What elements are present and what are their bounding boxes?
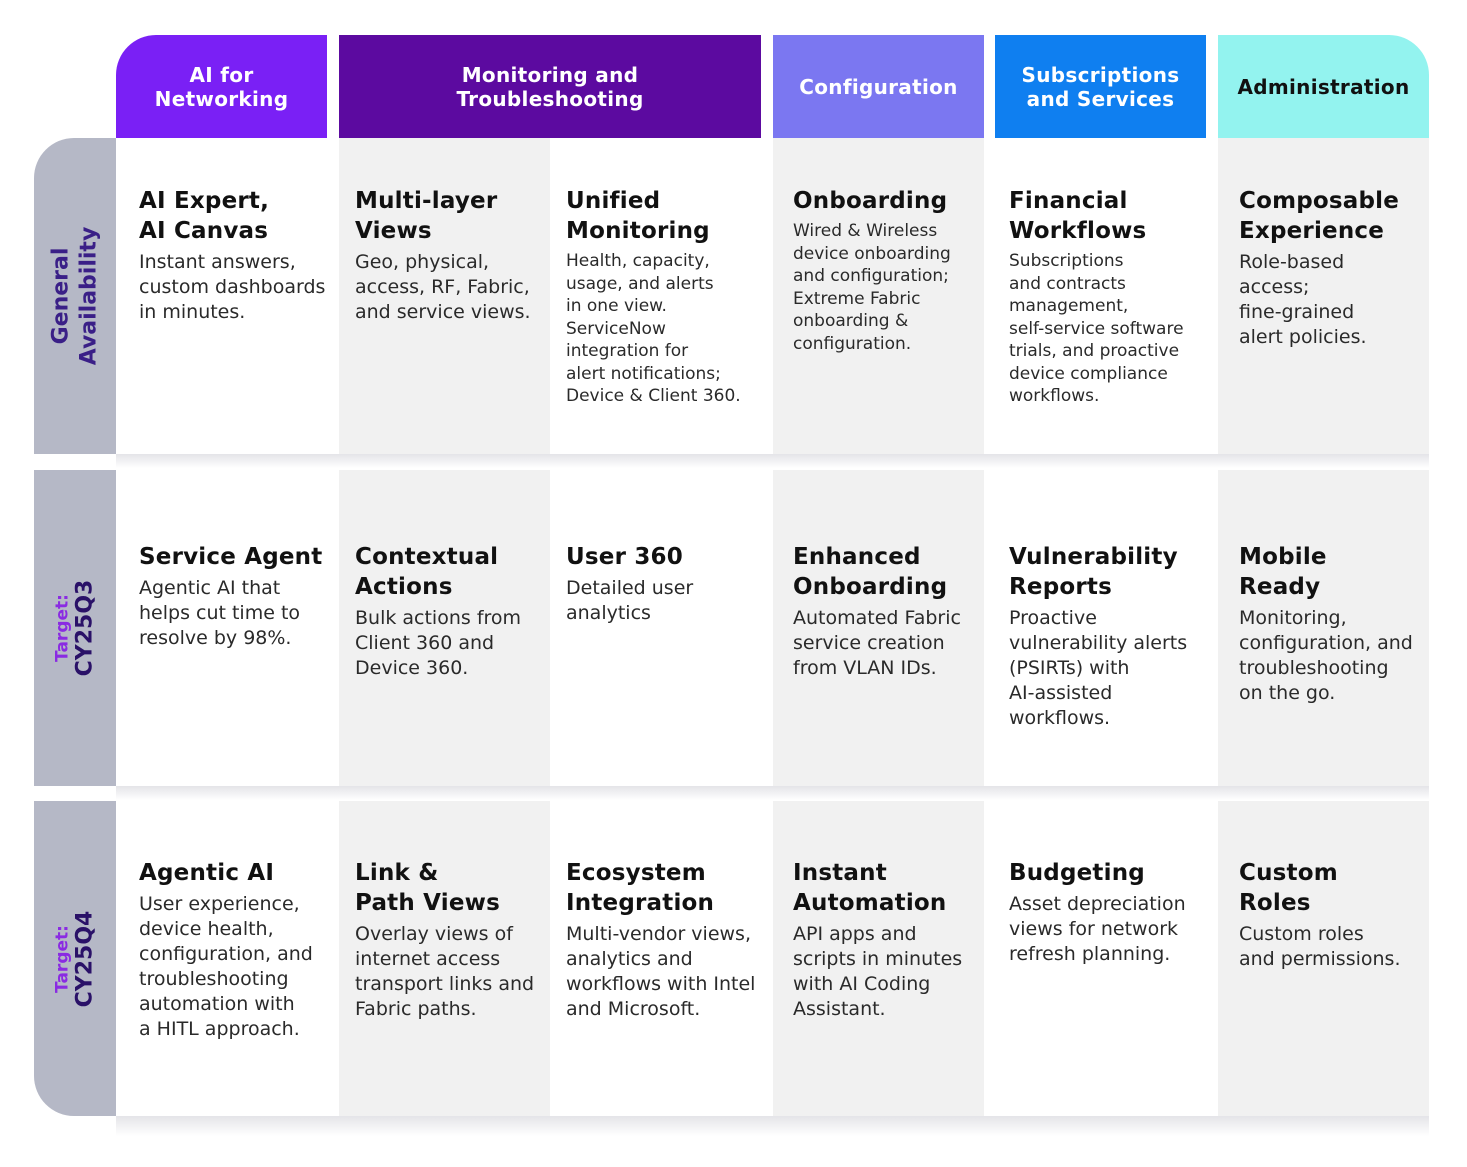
cell-composable-experience: Composable Experience Role-based access;… xyxy=(1239,138,1429,454)
cell-desc: Multi-vendor views, analytics and workfl… xyxy=(566,923,756,1020)
header-ai-for-networking: AI for Networking xyxy=(116,35,327,138)
row-label-general-availability: General Availability xyxy=(34,138,116,454)
cell-ai-expert: AI Expert, AI Canvas Instant answers, cu… xyxy=(139,138,339,454)
header-monitoring-troubleshooting: Monitoring and Troubleshooting xyxy=(339,35,761,138)
header-label: AI for Networking xyxy=(154,62,289,111)
cell-desc: Detailed user analytics xyxy=(566,577,694,624)
cell-user-360: User 360 Detailed user analytics xyxy=(566,470,773,786)
row-general-availability: AI Expert, AI Canvas Instant answers, cu… xyxy=(116,138,1429,454)
cell-service-agent: Service Agent Agentic AI that helps cut … xyxy=(139,470,339,786)
cell-title: Onboarding xyxy=(793,188,948,214)
cell-title: Ecosystem Integration xyxy=(566,860,715,916)
cell-desc: API apps and scripts in minutes with AI … xyxy=(793,923,963,1020)
cell-mobile-ready: Mobile Ready Monitoring, configuration, … xyxy=(1239,470,1429,786)
cell-title: Contextual Actions xyxy=(355,544,499,600)
cell-desc: Automated Fabric service creation from V… xyxy=(793,607,961,679)
cell-desc: Role-based access; fine-grained alert po… xyxy=(1239,251,1367,348)
header-label: Administration xyxy=(1237,74,1410,99)
cell-title: Budgeting xyxy=(1009,860,1145,886)
cell-desc: Overlay views of internet access transpo… xyxy=(355,923,535,1020)
row-label-big: CY25Q4 xyxy=(72,910,98,1007)
cell-desc: Geo, physical, access, RF, Fabric, and s… xyxy=(355,251,531,323)
cell-title: Enhanced Onboarding xyxy=(793,544,948,600)
cell-contextual-actions: Contextual Actions Bulk actions from Cli… xyxy=(355,470,550,786)
cell-ecosystem-integration: Ecosystem Integration Multi-vendor views… xyxy=(566,801,773,1116)
cell-desc: Proactive vulnerability alerts (PSIRTs) … xyxy=(1009,607,1188,729)
cell-title: User 360 xyxy=(566,544,683,570)
row-target-cy25q3: Service Agent Agentic AI that helps cut … xyxy=(116,470,1429,786)
cell-multi-layer-views: Multi-layer Views Geo, physical, access,… xyxy=(355,138,550,454)
row-label-target-cy25q4: Target: CY25Q4 xyxy=(34,801,116,1116)
row-label-small: Target: xyxy=(52,594,73,662)
cell-title: Agentic AI xyxy=(139,860,275,886)
cell-onboarding: Onboarding Wired & Wireless device onboa… xyxy=(793,138,984,454)
row-target-cy25q4: Agentic AI User experience, device healt… xyxy=(116,801,1429,1116)
cell-unified-monitoring: Unified Monitoring Health, capacity, usa… xyxy=(566,138,773,454)
cell-title: Multi-layer Views xyxy=(355,188,498,244)
cell-instant-automation: Instant Automation API apps and scripts … xyxy=(793,801,984,1116)
cell-agentic-ai: Agentic AI User experience, device healt… xyxy=(139,801,339,1116)
cell-title: AI Expert, AI Canvas xyxy=(139,188,270,244)
row-label-target-cy25q3: Target: CY25Q3 xyxy=(34,470,116,786)
cell-title: Link & Path Views xyxy=(355,860,500,916)
cell-budgeting: Budgeting Asset depreciation views for n… xyxy=(1009,801,1218,1116)
cell-custom-roles: Custom Roles Custom roles and permission… xyxy=(1239,801,1429,1116)
cell-vulnerability-reports: Vulnerability Reports Proactive vulnerab… xyxy=(1009,470,1218,786)
cell-desc: Bulk actions from Client 360 and Device … xyxy=(355,607,522,679)
cell-desc: Agentic AI that helps cut time to resolv… xyxy=(139,577,301,649)
cell-title: Financial Workflows xyxy=(1009,188,1147,244)
cell-title: Composable Experience xyxy=(1239,188,1400,244)
cell-title: Mobile Ready xyxy=(1239,544,1327,600)
row-label-text: General Availability xyxy=(48,226,101,366)
cell-desc: Wired & Wireless device onboarding and c… xyxy=(793,221,951,354)
cell-enhanced-onboarding: Enhanced Onboarding Automated Fabric ser… xyxy=(793,470,984,786)
header-administration: Administration xyxy=(1218,35,1429,138)
cell-title: Instant Automation xyxy=(793,860,947,916)
cell-title: Vulnerability Reports xyxy=(1009,544,1178,600)
cell-financial-workflows: Financial Workflows Subscriptions and co… xyxy=(1009,138,1218,454)
header-label: Subscriptions and Services xyxy=(1021,62,1180,111)
cell-desc: Health, capacity, usage, and alerts in o… xyxy=(566,251,741,406)
row-label-small: Target: xyxy=(52,924,73,993)
cell-desc: Monitoring, configuration, and troublesh… xyxy=(1239,607,1413,704)
header-configuration: Configuration xyxy=(773,35,984,138)
cell-title: Custom Roles xyxy=(1239,860,1338,916)
cell-link-path-views: Link & Path Views Overlay views of inter… xyxy=(355,801,550,1116)
cell-desc: Instant answers, custom dashboards in mi… xyxy=(139,251,326,323)
cell-desc: Subscriptions and contracts management, … xyxy=(1009,251,1184,406)
header-subscriptions-services: Subscriptions and Services xyxy=(995,35,1206,138)
header-label: Configuration xyxy=(799,74,958,99)
cell-desc: User experience, device health, configur… xyxy=(139,893,313,1040)
cell-title: Unified Monitoring xyxy=(566,188,710,244)
header-label: Monitoring and Troubleshooting xyxy=(456,62,644,111)
cell-title: Service Agent xyxy=(139,544,323,570)
cell-desc: Asset depreciation views for network ref… xyxy=(1009,893,1186,965)
cell-desc: Custom roles and permissions. xyxy=(1239,923,1401,970)
row-label-big: CY25Q3 xyxy=(72,579,98,677)
